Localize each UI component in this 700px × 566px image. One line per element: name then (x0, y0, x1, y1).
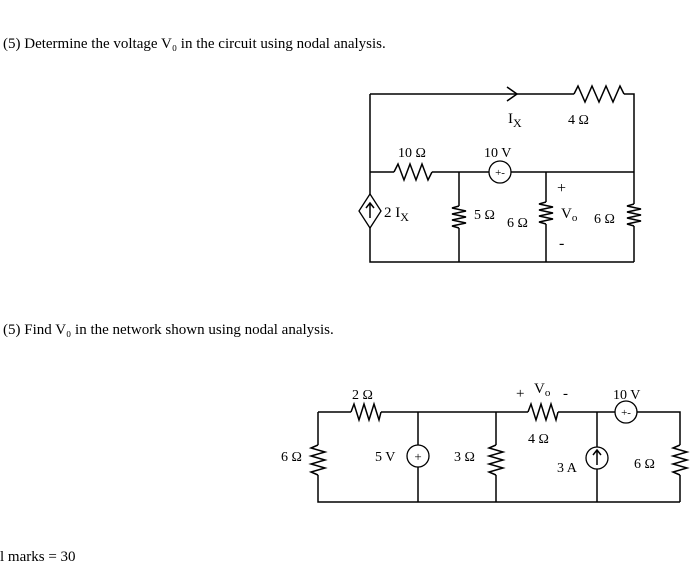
c1-ix-label: IX (508, 111, 522, 130)
c1-r10-label: 10 Ω (398, 146, 426, 161)
c2-resistor-2ohm (350, 401, 382, 423)
c1-ix-arrow (506, 86, 519, 102)
c2-v10-label: 10 V (613, 388, 640, 403)
c1-resistor-4ohm-top (573, 84, 625, 104)
c2-r6-left-label: 6 Ω (281, 450, 302, 465)
c2-r3-label: 3 Ω (454, 450, 475, 465)
c2-r2-label: 2 Ω (352, 388, 373, 403)
c1-r6a-label: 6 Ω (507, 216, 528, 231)
c2-voltage-source-5v (406, 444, 430, 468)
c2-vo-label: Vo (534, 381, 551, 399)
c1-vo-minus: - (559, 235, 564, 252)
c2-r6-right-label: 6 Ω (634, 457, 655, 472)
c1-v10-label: 10 V (484, 146, 511, 161)
c2-resistor-3ohm (486, 444, 506, 476)
total-marks-text: l marks = 30 (0, 549, 76, 565)
c2-src-polarity: +- (621, 407, 631, 419)
c1-resistor-5ohm (451, 205, 467, 229)
c2-vo-plus: + (516, 386, 524, 402)
c1-dep-src-label: 2 IX (384, 205, 409, 224)
c1-dep-arrow-icon (365, 201, 375, 218)
c2-r4-label: 4 Ω (528, 432, 549, 447)
c1-voltage-source-10v (488, 160, 512, 184)
c1-vo-label: Vo (561, 206, 578, 224)
c2-wires (317, 411, 681, 503)
c1-r5-label: 5 Ω (474, 208, 495, 223)
c1-resistor-6ohm-right (626, 203, 642, 227)
c2-resistor-6ohm-left (308, 444, 328, 476)
c1-r-top-label: 4 Ω (568, 113, 589, 128)
c2-current-arrow-icon (592, 448, 602, 465)
c1-vo-plus: + (557, 180, 566, 197)
c1-resistor-6ohm-mid (538, 201, 554, 225)
c1-r6b-label: 6 Ω (594, 212, 615, 227)
c2-vo-minus: - (563, 386, 568, 402)
c2-resistor-4ohm (527, 401, 559, 423)
c1-resistor-10ohm (393, 161, 433, 183)
c2-resistor-6ohm-right (670, 444, 690, 476)
circuit-1: +- IX 4 Ω 10 Ω 10 V + 2 IX 5 Ω 6 Ω Vo 6 … (358, 84, 642, 263)
c2-i3-label: 3 A (557, 461, 578, 476)
c2-voltage-source-10v (614, 400, 638, 424)
c1-wires (369, 93, 635, 263)
circuit-2: +- + 2 Ω 6 Ω 5 V 3 Ω + Vo - 4 Ω 10 V 3 A… (281, 381, 690, 503)
question-2-text: (5) Find V₀ in the network shown using n… (3, 322, 334, 338)
c2-5v-polarity: + (414, 449, 421, 464)
c1-src-polarity: +- (495, 167, 505, 179)
c2-v5-label: 5 V (375, 450, 395, 465)
question-1-text: (5) Determine the voltage V₀ in the circ… (3, 36, 386, 52)
